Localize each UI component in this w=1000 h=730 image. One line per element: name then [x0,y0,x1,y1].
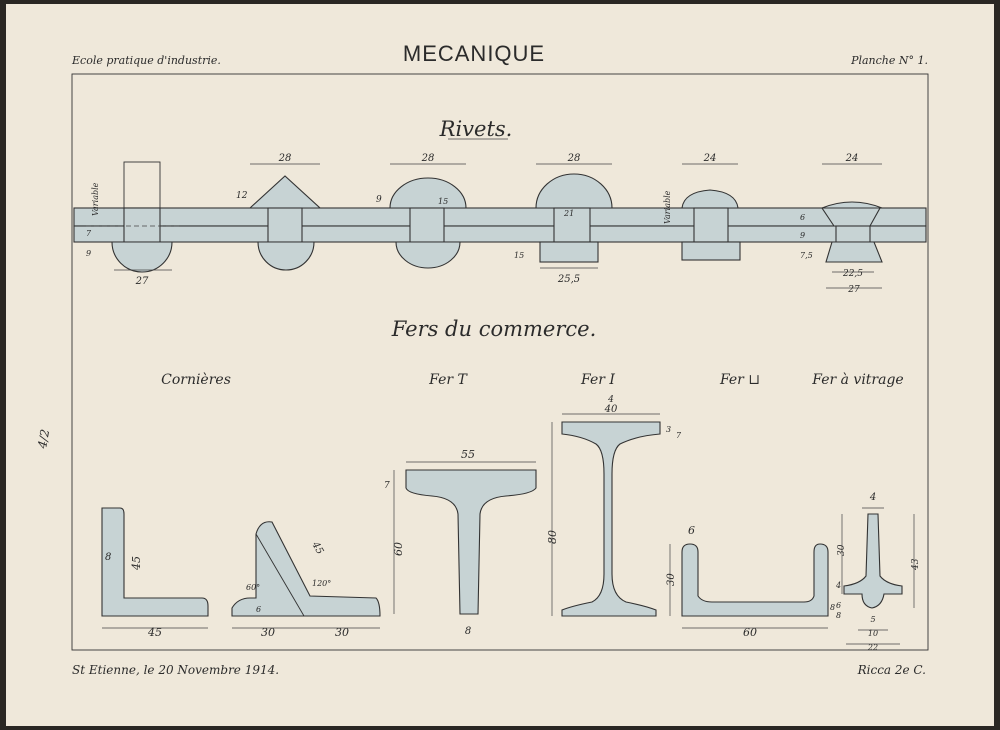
svg-text:21: 21 [563,209,574,218]
svg-text:30: 30 [335,626,349,639]
svg-text:25,5: 25,5 [557,274,580,285]
corniere-2: 30 30 45 60° 120° 6 [231,521,381,639]
svg-text:24: 24 [845,153,859,164]
svg-text:45: 45 [309,539,325,556]
label-fer-vitrage: Fer à vitrage [811,372,903,388]
rivet-2: 28 12 [236,153,322,271]
margin-note: 4/2 [35,428,52,450]
svg-text:45: 45 [147,626,162,639]
svg-text:6: 6 [256,605,261,614]
corniere-1: 45 45 8 [101,507,209,639]
svg-text:9: 9 [376,195,382,205]
label-cornieres: Cornières [161,372,231,388]
rivet-1: 27 Variable 7 9 [86,161,181,287]
svg-text:60: 60 [392,542,405,556]
svg-text:9: 9 [86,249,91,258]
fer-i-profile: 40 4 80 3 7 [546,395,682,617]
svg-text:40: 40 [604,404,618,415]
svg-text:22: 22 [867,643,878,652]
fer-vitrage-profile: 4 30 43 4 6 8 5 10 22 [835,492,921,652]
svg-text:5: 5 [870,615,875,624]
svg-text:28: 28 [421,153,435,164]
svg-text:28: 28 [567,153,581,164]
fers-heading: Fers du commerce. [391,317,597,341]
drawing-frame [71,73,929,651]
svg-text:Variable: Variable [91,182,100,216]
page-title: MECANIQUE [403,41,545,66]
svg-text:27: 27 [135,276,149,287]
rivet-5: 24 Variable [663,153,741,261]
fer-u-profile: 60 30 6 8 [666,524,835,639]
svg-text:4: 4 [607,395,614,405]
svg-text:8: 8 [105,552,111,563]
svg-text:30: 30 [261,626,275,639]
plate-number: Planche N° 1. [850,54,928,67]
svg-text:8: 8 [830,603,835,612]
svg-text:10: 10 [868,629,878,638]
school-label: Ecole pratique d'industrie. [71,54,221,67]
svg-text:80: 80 [546,530,559,544]
fer-t-profile: 55 60 7 8 [384,448,537,637]
svg-text:4: 4 [869,492,876,503]
svg-text:7,5: 7,5 [800,251,813,260]
svg-text:3: 3 [666,425,671,434]
svg-text:30: 30 [666,573,677,586]
svg-text:8: 8 [465,626,471,637]
svg-text:6: 6 [836,601,841,610]
svg-text:120°: 120° [312,579,331,588]
footer-author: Ricca 2e C. [857,663,926,677]
svg-text:55: 55 [461,448,475,461]
svg-text:60: 60 [743,626,757,639]
label-fer-u: Fer ⊔ [719,372,760,388]
svg-text:4: 4 [835,581,841,590]
svg-text:60°: 60° [246,583,260,592]
drawing-sheet: Ecole pratique d'industrie. MECANIQUE Pl… [6,4,994,726]
svg-text:6: 6 [800,213,805,222]
svg-text:12: 12 [236,191,248,201]
svg-text:Variable: Variable [663,190,672,224]
label-fer-t: Fer T [428,372,468,388]
svg-text:28: 28 [278,153,292,164]
svg-text:30: 30 [837,544,847,556]
svg-text:8: 8 [836,611,841,620]
rivet-6: 24 6 9 7,5 22,5 27 [800,153,883,295]
svg-text:15: 15 [438,197,448,206]
rivet-4: 28 25,5 15 21 [514,153,613,285]
svg-text:22,5: 22,5 [842,269,863,279]
svg-text:7: 7 [384,481,390,491]
rivet-plates [73,207,927,243]
svg-text:15: 15 [514,251,524,260]
rivet-3: 28 9 15 [376,153,467,269]
footer-place-date: St Etienne, le 20 Novembre 1914. [72,663,279,677]
rivets-heading: Rivets. [439,117,513,141]
svg-text:9: 9 [800,231,805,240]
svg-text:7: 7 [86,229,92,238]
technical-drawing: Ecole pratique d'industrie. MECANIQUE Pl… [35,41,929,677]
svg-text:24: 24 [703,153,717,164]
label-fer-i: Fer I [580,372,615,388]
svg-text:43: 43 [911,558,921,571]
svg-text:45: 45 [130,556,143,571]
svg-text:6: 6 [688,524,695,537]
svg-text:27: 27 [847,285,860,295]
svg-text:7: 7 [676,431,682,440]
